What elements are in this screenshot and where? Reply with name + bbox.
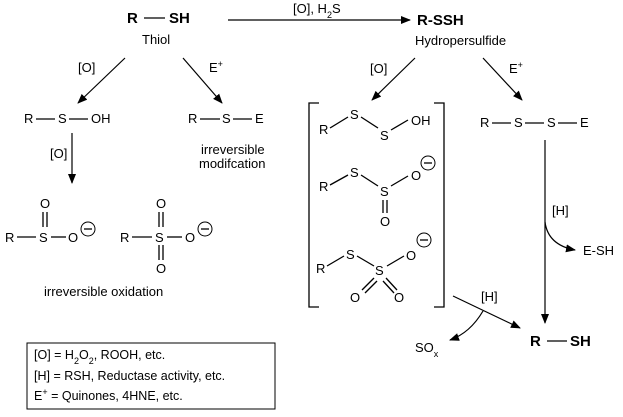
perthiosulfinate: R S S O O [319,155,436,229]
atom-oh: OH [91,111,111,126]
atom-s: S [155,230,164,245]
thiol-oxidation-label: [O] [78,60,95,75]
sulfonate: R S O O O [120,196,213,276]
thiol-oxidation-arrow [77,57,126,104]
irreversible-modification-line2: modifcation [199,156,265,171]
atom-o-double: O [380,214,390,229]
sulfenic-acid: R S OH [24,111,111,126]
atom-o: O [68,230,78,245]
atom-o: O [411,168,421,183]
atom-s: S [58,111,67,126]
persulfide-oxidation-label: [O] [370,61,387,76]
atom-s: S [380,128,389,143]
atom-s: S [350,107,359,122]
thiol-electrophile-arrow [182,57,223,104]
atom-s: S [350,165,359,180]
esh-product: E-SH [583,243,614,258]
thiol: R SH Thiol [127,10,190,47]
legend-reductant: [H] = RSH, Reductase activity, etc. [34,369,225,383]
thiol-electrophile-label: E+ [209,59,223,75]
legend-box: [O] = H2O2, ROOH, etc. [H] = RSH, Reduct… [26,342,276,410]
atom-s: S [375,263,384,278]
atom-r: R [319,122,328,137]
atom-o-left: O [350,290,360,305]
persulfide-electrophile-arrow [482,57,523,101]
final-sh: SH [570,333,591,350]
persulfide-electrophile-adduct: R S S E [480,115,589,130]
atom-s: S [547,115,556,130]
atom-r: R [319,179,328,194]
thiol-sh: SH [169,10,190,27]
esh-release-arrow [544,221,576,253]
sox-release-arrow [449,310,484,341]
atom-r: R [316,261,325,276]
atom-o-double: O [40,196,50,211]
atom-r: R [480,115,489,130]
atom-o-right: O [394,290,404,305]
persulfide-oxidation-arrow [371,57,416,101]
thiol-electrophile-adduct: R S E [188,111,264,126]
atom-r: R [24,111,33,126]
atom-o-top: O [156,196,166,211]
atom-s: S [380,184,389,199]
rssh-label: Hydropersulfide [415,33,506,48]
atom-s: S [222,111,231,126]
atom-r: R [188,111,197,126]
bracket-reduction-label: [H] [481,289,498,304]
thiol-label: Thiol [142,32,170,47]
perthiosulfonate: R S S O O O [316,232,432,305]
sulfenic-oxidation-label: [O] [50,146,67,161]
atom-o: O [185,230,195,245]
legend-electrophile: E+ = Quinones, 4HNE, etc. [34,387,183,403]
legend-oxidant: [O] = H2O2, ROOH, etc. [34,348,165,366]
atom-r: R [5,230,14,245]
rssh-formula: R-SSH [417,12,464,29]
atom-r: R [120,230,129,245]
adduct-reduction-label: [H] [552,203,569,218]
atom-e: E [255,111,264,126]
perthiosulfenic-acid: R S S OH [319,107,431,143]
oxidation-products-bracket [308,102,445,308]
oxidation-h2s-label: [O], H2S [293,1,341,20]
final-r: R [530,333,541,350]
regenerated-thiol: R SH [530,333,591,350]
atom-s: S [514,115,523,130]
irreversible-modification-line1: irreversible [201,142,265,157]
atom-o: O [406,248,416,263]
atom-e: E [580,115,589,130]
persulfide-electrophile-label: E+ [509,60,523,76]
sox-product: SOx [415,340,439,359]
atom-o-bottom: O [156,261,166,276]
atom-oh: OH [411,113,431,128]
atom-s: S [39,230,48,245]
hydropersulfide: R-SSH Hydropersulfide [415,12,506,48]
irreversible-oxidation-label: irreversible oxidation [44,284,163,299]
sulfinate: R S O O [5,196,96,245]
atom-s: S [346,247,355,262]
bracket-reduction-arrow [452,295,521,329]
thiol-r: R [127,10,138,27]
